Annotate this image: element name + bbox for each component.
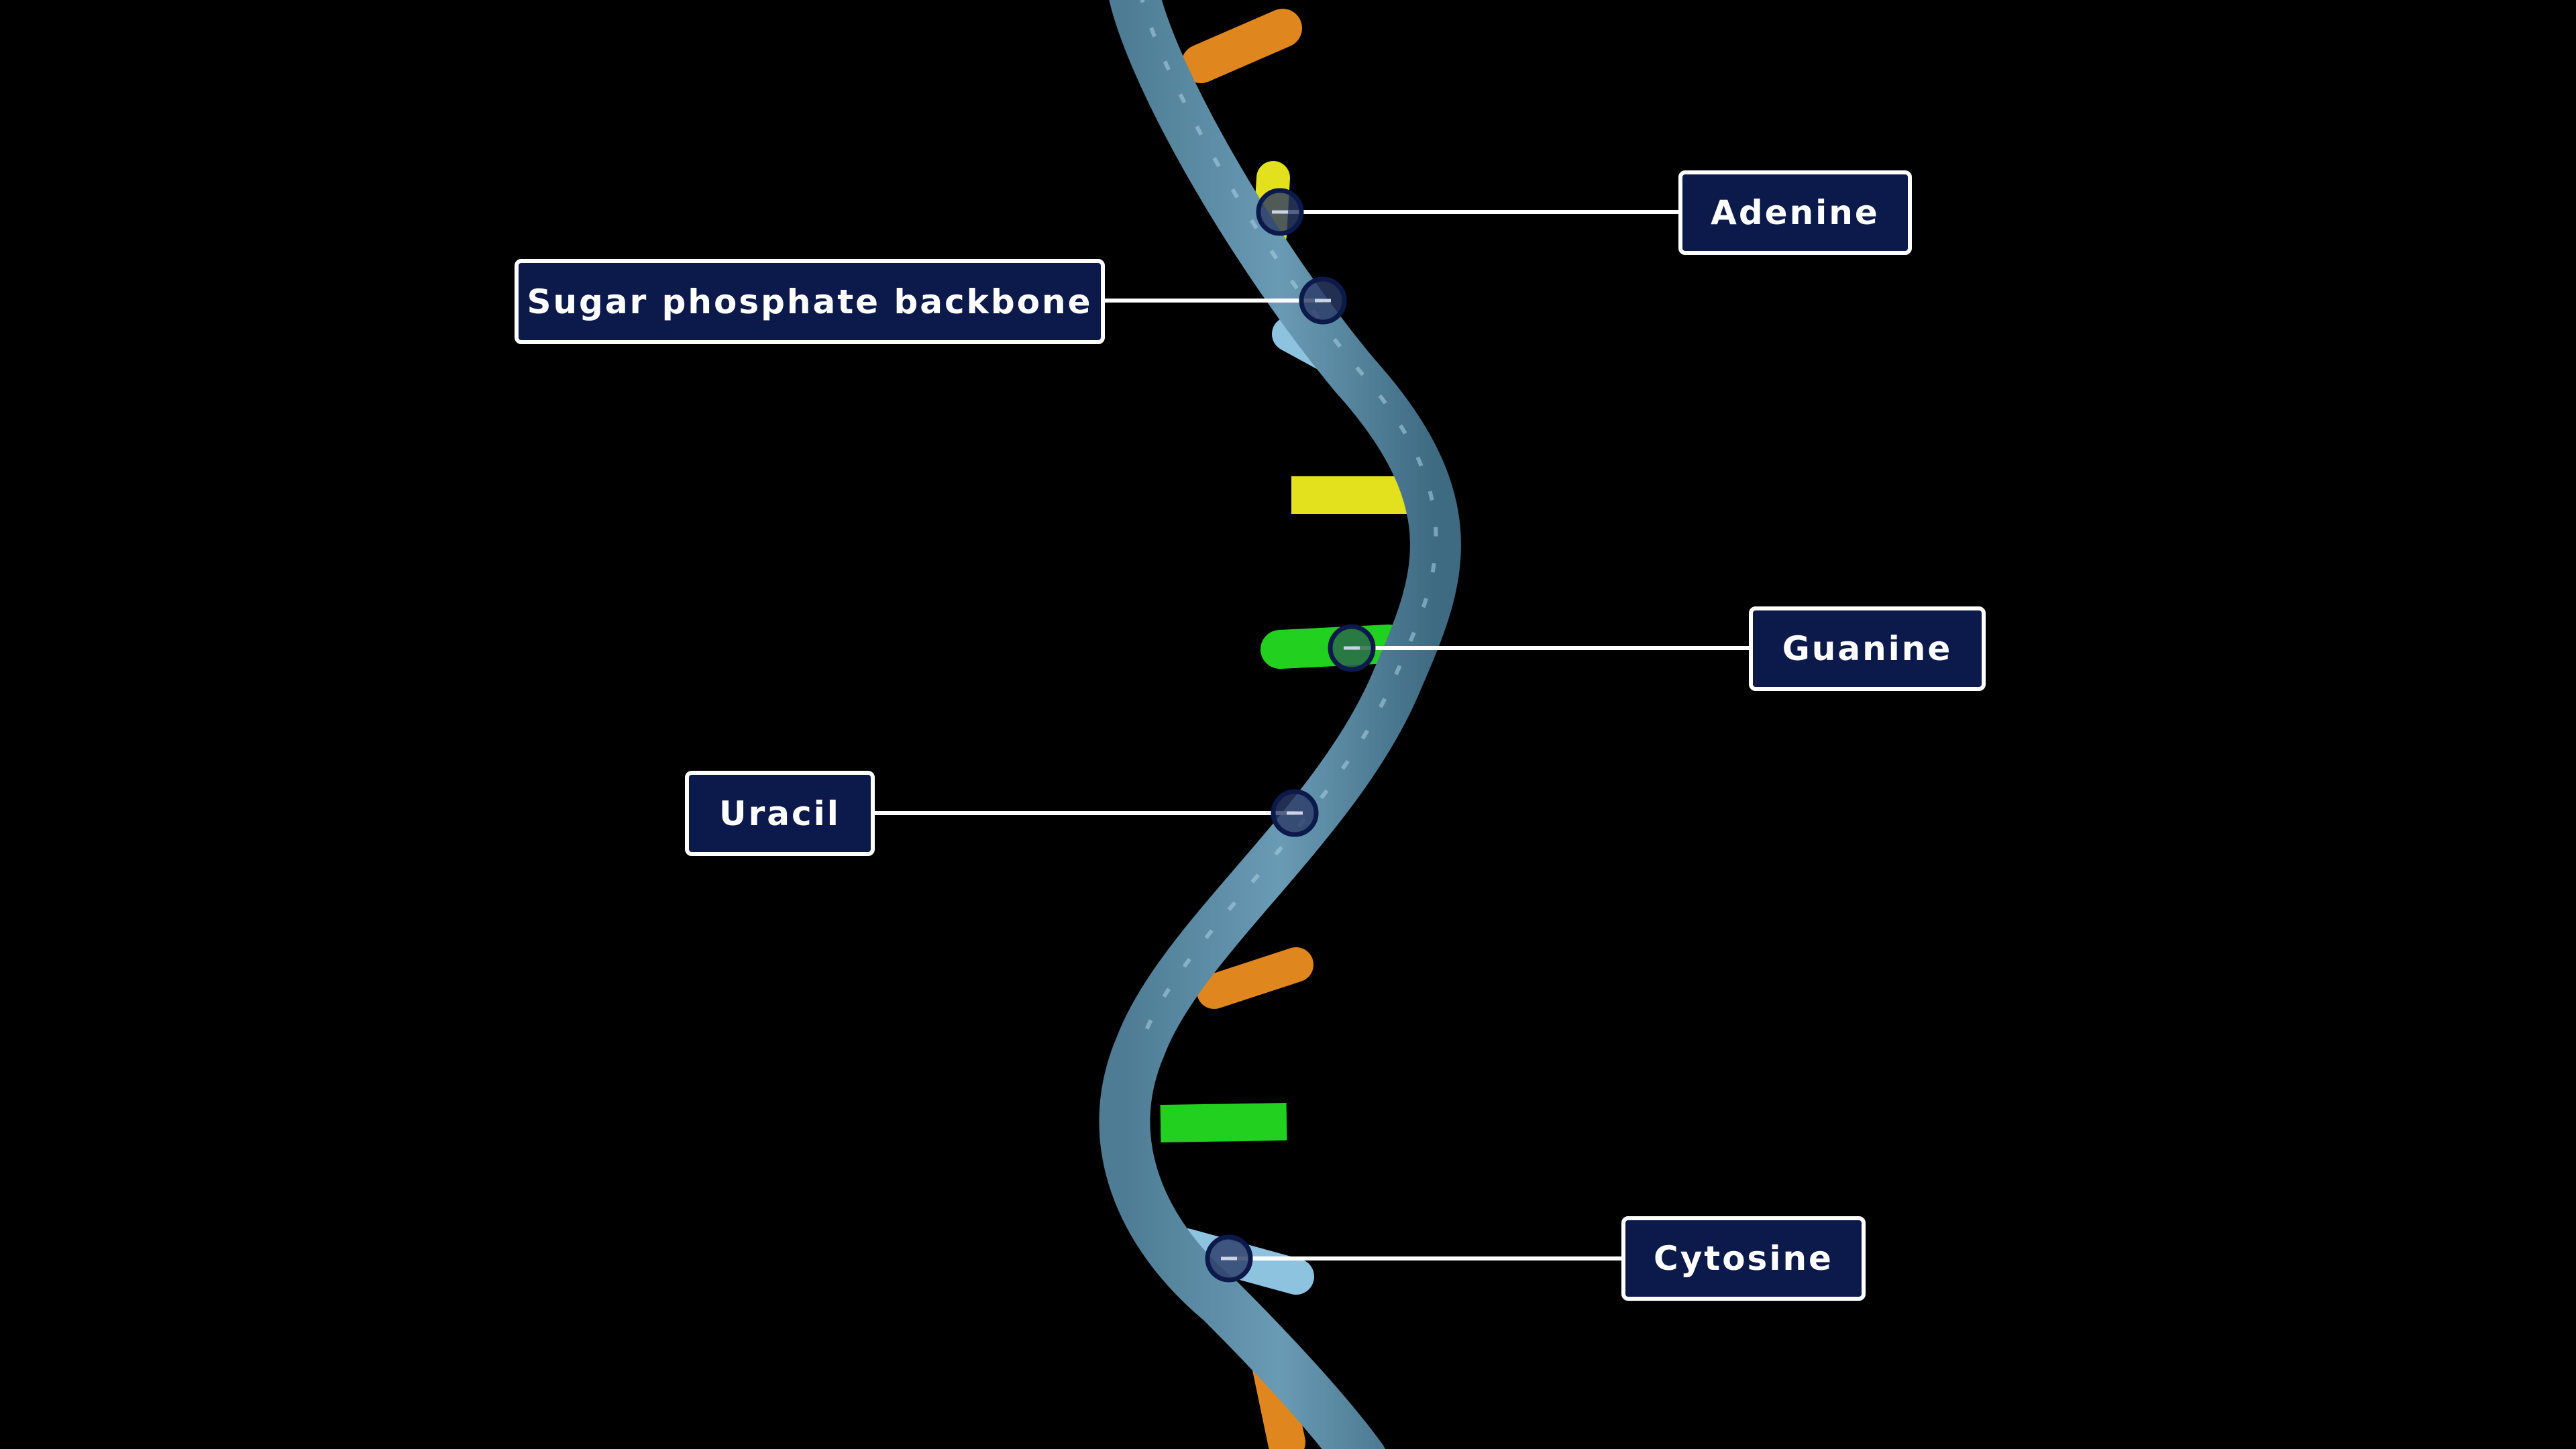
label-adenine[interactable]: Adenine <box>1678 170 1912 255</box>
label-guanine[interactable]: Guanine <box>1749 606 1986 691</box>
uracil-base <box>1181 9 1302 83</box>
label-sugar-phosphate-backbone[interactable]: Sugar phosphate backbone <box>515 259 1105 344</box>
uracil-base <box>1197 947 1313 1009</box>
guanine-base <box>1160 1103 1287 1142</box>
leader-lines <box>875 210 1749 1260</box>
label-backbone-text: Sugar phosphate backbone <box>527 282 1093 321</box>
label-uracil[interactable]: Uracil <box>685 771 875 856</box>
backbone-highlight <box>1140 0 1438 1042</box>
label-guanine-text: Guanine <box>1782 629 1953 668</box>
hotspot-markers <box>1205 188 1376 1283</box>
label-cytosine[interactable]: Cytosine <box>1621 1216 1866 1301</box>
label-adenine-text: Adenine <box>1711 193 1880 232</box>
label-uracil-text: Uracil <box>719 794 841 833</box>
label-cytosine-text: Cytosine <box>1654 1239 1833 1278</box>
